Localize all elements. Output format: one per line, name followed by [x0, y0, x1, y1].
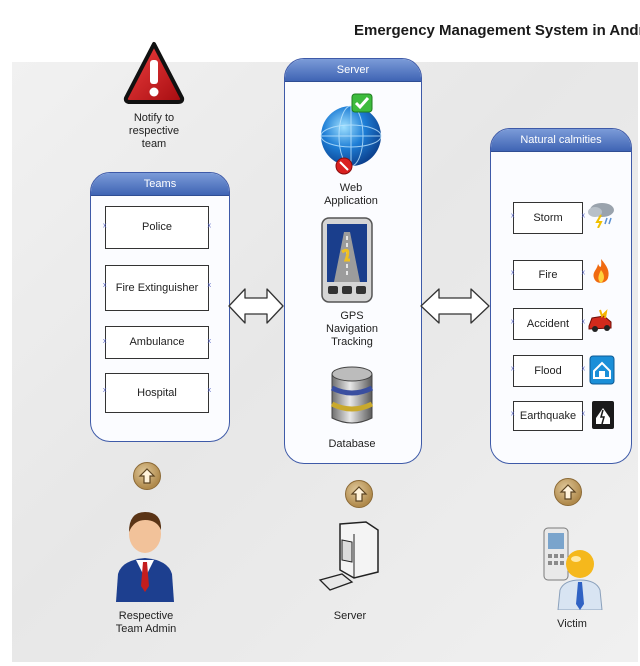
- two-way-arrow-server-calamities: [420, 288, 490, 324]
- team-admin-person-icon: [116, 512, 174, 602]
- team-box-police: Police: [105, 206, 209, 249]
- calamity-box-flood: Flood: [513, 355, 583, 387]
- calamities-panel-header: Natural calmities: [491, 129, 631, 152]
- calamity-box-storm: Storm: [513, 202, 583, 234]
- web-application-label: Web Application: [316, 182, 386, 208]
- team-box-ambulance: Ambulance: [105, 326, 209, 359]
- server-label: Server: [333, 610, 367, 622]
- notify-label-line: respective: [128, 125, 180, 137]
- teams-panel-header: Teams: [91, 173, 229, 196]
- globe-icon: [320, 93, 382, 175]
- victim-label: Victim: [557, 618, 587, 630]
- notify-label-line: team: [141, 138, 167, 150]
- two-way-arrow-teams-server: [228, 288, 284, 324]
- notify-label: Notify to respective team: [118, 112, 190, 151]
- gps-tracking-label: GPS Navigation Tracking: [310, 310, 394, 349]
- gps-device-icon: [321, 217, 373, 303]
- gps-tracking-label-line: Navigation: [326, 323, 378, 335]
- up-arrow-icon: [345, 480, 373, 508]
- calamity-box-accident: Accident: [513, 308, 583, 340]
- team-admin-label: Respective Team Admin: [104, 610, 188, 636]
- earthquake-icon: [592, 401, 614, 429]
- fire-icon: [593, 259, 609, 283]
- server-computer-icon: [318, 521, 379, 591]
- calamity-box-earthquake: Earthquake: [513, 401, 583, 431]
- victim-with-phone-icon: [543, 527, 603, 610]
- up-arrow-icon: [554, 478, 582, 506]
- calamity-box-fire: Fire: [513, 260, 583, 290]
- diagram-title: Emergency Management System in Android: [354, 22, 640, 39]
- notify-label-line: Notify to: [133, 112, 175, 124]
- team-admin-label-line: Team Admin: [115, 623, 177, 635]
- warning-icon: [123, 42, 185, 104]
- gps-tracking-label-line: Tracking: [331, 336, 373, 348]
- team-box-hospital: Hospital: [105, 373, 209, 413]
- team-box-fire-extinguisher: Fire Extinguisher: [105, 265, 209, 311]
- accident-car-icon: [588, 309, 612, 332]
- storm-icon: [588, 203, 614, 228]
- gps-tracking-label-line: GPS: [340, 310, 364, 322]
- database-icon: [330, 366, 374, 424]
- flood-house-icon: [589, 355, 615, 385]
- up-arrow-icon: [133, 462, 161, 490]
- database-label: Database: [328, 438, 376, 450]
- server-panel-header: Server: [285, 59, 421, 82]
- teams-panel: Teams Police Fire Extinguisher Ambulance…: [90, 172, 230, 442]
- web-application-label-line: Web: [339, 182, 363, 194]
- web-application-label-line: Application: [324, 195, 378, 207]
- team-admin-label-line: Respective: [118, 610, 174, 622]
